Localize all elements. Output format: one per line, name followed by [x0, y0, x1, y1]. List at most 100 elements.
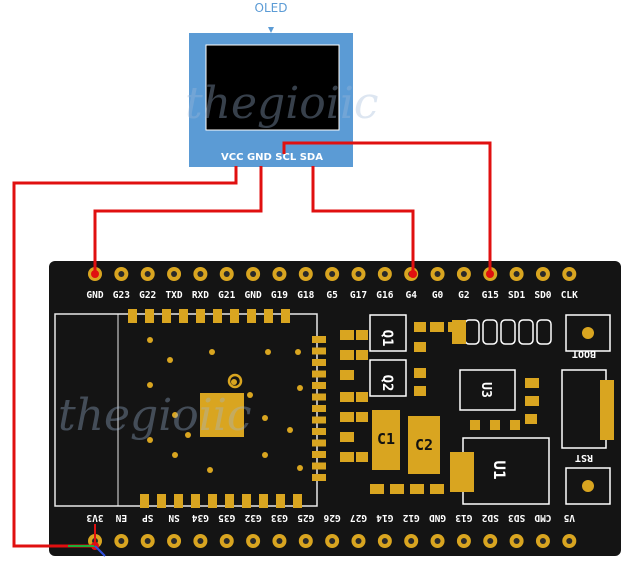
module-pad [208, 494, 217, 508]
top-pin-hole [302, 271, 309, 277]
bottom-pin-label: G27 [350, 512, 367, 523]
module-pad [312, 393, 326, 401]
label-c1: C1 [377, 430, 395, 448]
oled-title: OLED [255, 1, 288, 15]
smd-pad [340, 392, 354, 402]
via [172, 452, 178, 458]
components: Q1 Q2 U3 C1 C2 U1 BOOT RST [340, 314, 614, 505]
top-pin-label: G0 [432, 290, 444, 301]
via-ring [227, 373, 243, 389]
bottom-pin-label: SD2 [482, 512, 499, 523]
smd-pad [414, 322, 426, 332]
smd-pad [430, 322, 444, 332]
bottom-pin-label: GND [429, 512, 446, 523]
via [297, 465, 303, 471]
top-pin-label: G19 [271, 290, 288, 301]
bottom-pin-hole [487, 538, 494, 544]
module-pad [312, 359, 326, 366]
top-pin-hole [513, 271, 520, 277]
module-pad [196, 309, 205, 323]
module-pad [157, 494, 166, 508]
label-u3: U3 [478, 382, 493, 398]
smd-pad [414, 368, 426, 378]
bottom-pin-label: SN [168, 512, 180, 523]
resistor-outline [482, 319, 498, 345]
module-pad [312, 405, 326, 412]
bottom-pin-label: G26 [323, 512, 340, 523]
wire-dot-g4 [409, 270, 417, 278]
module-pad [312, 336, 326, 343]
smd-pad [410, 484, 424, 494]
right-pads [340, 319, 552, 494]
module-pads [128, 309, 326, 508]
smd-pad [470, 420, 480, 430]
top-pin-hole [329, 271, 336, 277]
label-rst: RST [575, 452, 593, 463]
label-q1: Q1 [379, 330, 395, 347]
chip-pad [200, 393, 244, 437]
top-pin-hole [171, 271, 178, 277]
top-pin-label: G22 [139, 290, 156, 301]
via [287, 427, 293, 433]
wires [12, 141, 494, 550]
bottom-pin-hole [460, 538, 467, 544]
bottom-pin-hole [329, 538, 336, 544]
top-pin-label: G2 [458, 290, 469, 301]
diode-pad [452, 320, 466, 344]
board-body [49, 261, 621, 556]
top-pin-hole [381, 271, 388, 277]
bottom-pin-hole [381, 538, 388, 544]
top-pin-label: G15 [482, 290, 499, 301]
smd-pad [356, 392, 368, 402]
module-pad [312, 347, 326, 355]
smd-pad [510, 420, 520, 430]
wire-vcc-3v3 [12, 166, 238, 548]
module-pad [128, 309, 137, 323]
bottom-pin-label: G13 [455, 512, 472, 523]
smd-pad [414, 386, 426, 396]
via [295, 349, 301, 355]
top-pin-hole [144, 271, 151, 277]
bottom-pin-label: G12 [403, 512, 420, 523]
wire-scl-g4 [311, 166, 415, 274]
smd-pad [356, 330, 368, 340]
smd-pad [356, 412, 368, 422]
bottom-pin-label: G33 [271, 512, 288, 523]
via [262, 415, 268, 421]
top-pin-hole [539, 271, 546, 277]
usb-shell [600, 380, 614, 440]
smd-pad [340, 412, 354, 422]
smd-pad [490, 420, 500, 430]
smd-pad [340, 330, 354, 340]
gizmo-z [94, 545, 106, 557]
q1-outline [369, 314, 407, 352]
module-pad [259, 494, 268, 508]
module-pad [276, 494, 285, 508]
via [231, 379, 237, 385]
axis-gizmo [68, 524, 106, 557]
via [147, 382, 153, 388]
module-pad [312, 370, 326, 378]
top-pin-label: SD1 [508, 290, 525, 301]
bottom-pin-hole [118, 538, 125, 544]
module-pad [242, 494, 251, 508]
u3-outline [459, 369, 516, 411]
label-boot: BOOT [572, 348, 596, 359]
via [262, 452, 268, 458]
top-pin-hole [118, 271, 125, 277]
top-pin-label: G4 [405, 290, 417, 301]
q2-outline [369, 359, 407, 397]
module-pad [312, 428, 326, 435]
top-pin-hole [197, 271, 204, 277]
smd-pad [430, 484, 444, 494]
top-pin-hole [460, 271, 467, 277]
module-pad [247, 309, 256, 323]
label-q2: Q2 [379, 375, 395, 392]
bottom-pin-hole [302, 538, 309, 544]
via [247, 392, 253, 398]
rst-switch [565, 467, 611, 505]
top-pin-hole [434, 271, 441, 277]
